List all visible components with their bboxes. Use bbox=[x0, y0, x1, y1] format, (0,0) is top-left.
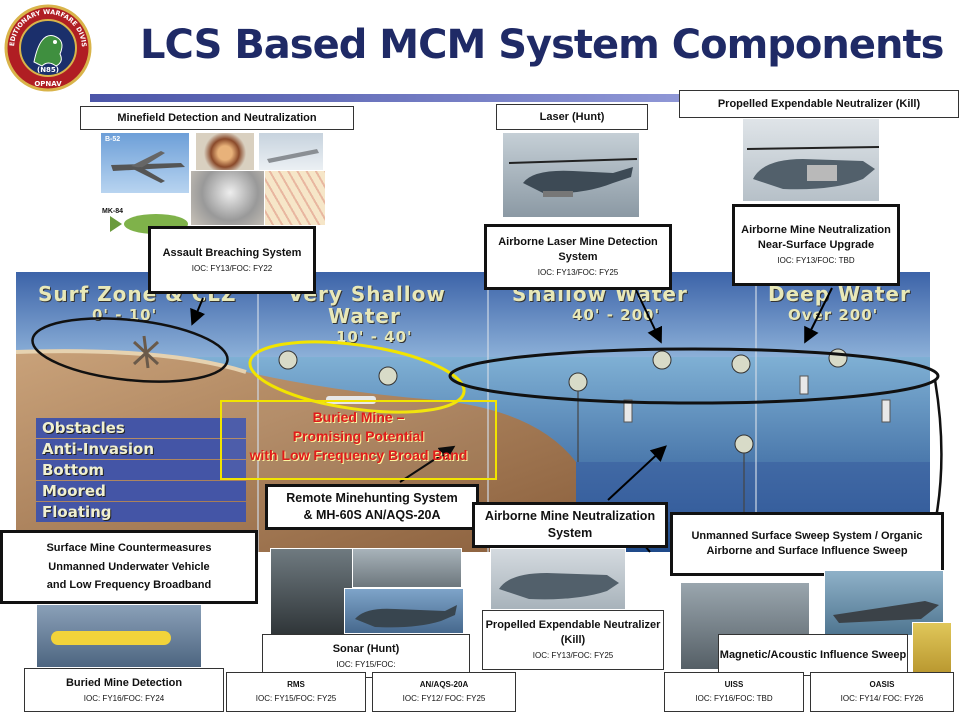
almds-ioc: IOC: FY13/FOC: FY25 bbox=[537, 267, 619, 277]
deep-water-label: Deep Water bbox=[768, 282, 911, 306]
smcm-line-3: and Low Frequency Broadband bbox=[46, 579, 212, 592]
oasis-device-photo bbox=[912, 622, 952, 676]
debris-cloud-photo bbox=[190, 170, 270, 226]
aqs20a-ioc-box: AN/AQS-20A IOC: FY12/ FOC: FY25 bbox=[372, 672, 516, 712]
rms-ioc-box: RMS IOC: FY15/FOC: FY25 bbox=[226, 672, 366, 712]
magnetic-acoustic-box: Magnetic/Acoustic Influence Sweep bbox=[718, 634, 908, 676]
amnns-box: Airborne Mine Neutralization Near-Surfac… bbox=[732, 204, 900, 286]
laser-hunt-box: Laser (Hunt) bbox=[496, 104, 648, 130]
pen-top-label: Propelled Expendable Neutralizer (Kill) bbox=[717, 97, 921, 110]
oasis-ioc: IOC: FY14/ FOC: FY26 bbox=[840, 693, 924, 703]
buried-mine-line-1: Buried Mine – bbox=[312, 409, 405, 425]
oasis-label: OASIS bbox=[869, 679, 895, 689]
deep-water-depth: Over 200' bbox=[788, 306, 879, 324]
smcm-line-2: Unmanned Underwater Vehicle bbox=[48, 560, 210, 573]
smcm-line-1: Surface Mine Countermeasures bbox=[46, 541, 212, 554]
title-underline bbox=[90, 94, 680, 102]
amns-box: Airborne Mine Neutralization System bbox=[472, 502, 668, 548]
unmanned-surface-vessel-photo bbox=[824, 570, 944, 636]
seal-code: (N85) bbox=[37, 66, 59, 74]
remote-minehunting-box: Remote Minehunting System & MH-60S AN/AQ… bbox=[265, 484, 479, 530]
uiss-ioc: IOC: FY16/FOC: TBD bbox=[695, 693, 773, 703]
laser-helicopter-photo bbox=[502, 132, 640, 218]
sonar-hunt-box: Sonar (Hunt) IOC: FY15/FOC: bbox=[262, 634, 470, 678]
category-bottom: Bottom bbox=[36, 460, 246, 480]
sonar-hunt-ioc: IOC: FY15/FOC: bbox=[336, 659, 396, 669]
mh60s-helicopter-photo bbox=[344, 588, 464, 634]
rms-ioc: IOC: FY15/FOC: FY25 bbox=[255, 693, 337, 703]
pen-top-box: Propelled Expendable Neutralizer (Kill) bbox=[679, 90, 959, 118]
magnetic-acoustic-label: Magnetic/Acoustic Influence Sweep bbox=[719, 648, 907, 661]
category-anti-invasion: Anti-Invasion bbox=[36, 439, 246, 459]
aqs20a-label: AN/AQS-20A bbox=[419, 679, 469, 689]
amns-label: Airborne Mine Neutralization System bbox=[484, 509, 656, 540]
buried-mine-line-2: Promising Potential bbox=[292, 427, 425, 444]
b52-photo-label: B-52 bbox=[105, 136, 121, 143]
category-obstacles: Obstacles bbox=[36, 418, 246, 438]
usss-box: Unmanned Surface Sweep System / Organic … bbox=[670, 512, 944, 576]
mk84-photo-label: MK-84 bbox=[102, 208, 124, 215]
pen-bottom-ioc: IOC: FY13/FOC: FY25 bbox=[532, 650, 614, 660]
warhead-photo bbox=[195, 132, 255, 174]
assault-breaching-ioc: IOC: FY13/FOC: FY22 bbox=[191, 263, 273, 273]
assault-breaching-label: Assault Breaching System bbox=[162, 246, 302, 259]
very-shallow-label-2: Water bbox=[328, 304, 401, 328]
page-title: LCS Based MCM System Components bbox=[140, 22, 944, 68]
minefield-detection-label: Minefield Detection and Neutralization bbox=[117, 111, 317, 124]
almds-box: Airborne Laser Mine Detection System IOC… bbox=[484, 224, 672, 290]
minefield-detection-box: Minefield Detection and Neutralization bbox=[80, 106, 354, 130]
rms-vehicle-photo bbox=[352, 548, 462, 588]
rms-label: RMS bbox=[287, 679, 305, 689]
pen-bottom-box: Propelled Expendable Neutralizer (Kill) … bbox=[482, 610, 664, 670]
expeditionary-warfare-seal: EXPEDITIONARY WARFARE DIVISION (N85) OPN… bbox=[1, 0, 92, 98]
assault-breaching-box: Assault Breaching System IOC: FY13/FOC: … bbox=[148, 226, 316, 294]
pen-top-helicopter-photo bbox=[742, 118, 880, 202]
category-moored: Moored bbox=[36, 481, 246, 501]
buried-mine-detection-ioc: IOC: FY16/FOC: FY24 bbox=[83, 693, 165, 703]
buried-mine-line-3: with Low Frequency Broad Band bbox=[249, 446, 468, 463]
seal-opnav: OPNAV bbox=[34, 80, 62, 88]
uiss-ioc-box: UISS IOC: FY16/FOC: TBD bbox=[664, 672, 804, 712]
uiss-label: UISS bbox=[724, 679, 744, 689]
shallow-water-depth: 40' - 200' bbox=[572, 306, 661, 324]
usss-label: Unmanned Surface Sweep System / Organic … bbox=[691, 530, 923, 557]
b52-bomber-photo: B-52 bbox=[100, 132, 190, 194]
amnns-label: Airborne Mine Neutralization Near-Surfac… bbox=[741, 224, 891, 252]
very-shallow-depth: 10' - 40' bbox=[336, 328, 413, 346]
buried-mine-detection-box: Buried Mine Detection IOC: FY16/FOC: FY2… bbox=[24, 668, 224, 712]
amnns-ioc: IOC: FY13/FOC: TBD bbox=[777, 255, 855, 265]
aqs20a-ioc: IOC: FY12/ FOC: FY25 bbox=[402, 693, 486, 703]
remote-minehunting-line-1: Remote Minehunting System bbox=[286, 491, 458, 506]
laser-hunt-label: Laser (Hunt) bbox=[539, 110, 605, 123]
amns-helicopter-photo bbox=[490, 548, 626, 610]
category-floating: Floating bbox=[36, 502, 246, 522]
dispersal-pattern-photo bbox=[264, 170, 326, 226]
remote-minehunting-line-2: & MH-60S AN/AQS-20A bbox=[303, 508, 441, 522]
sonar-gear-photo bbox=[270, 548, 354, 636]
sonar-hunt-label: Sonar (Hunt) bbox=[332, 642, 400, 655]
oasis-ioc-box: OASIS IOC: FY14/ FOC: FY26 bbox=[810, 672, 954, 712]
almds-label: Airborne Laser Mine Detection System bbox=[498, 236, 658, 264]
uuv-deck-photo bbox=[36, 604, 202, 668]
smcm-uuv-box: Surface Mine Countermeasures Unmanned Un… bbox=[0, 530, 258, 604]
pen-bottom-label: Propelled Expendable Neutralizer (Kill) bbox=[485, 619, 661, 647]
aircraft-photo bbox=[258, 132, 324, 174]
buried-mine-callout: Buried Mine – Promising Potential with L… bbox=[220, 400, 497, 480]
buried-mine-detection-label: Buried Mine Detection bbox=[65, 676, 183, 689]
